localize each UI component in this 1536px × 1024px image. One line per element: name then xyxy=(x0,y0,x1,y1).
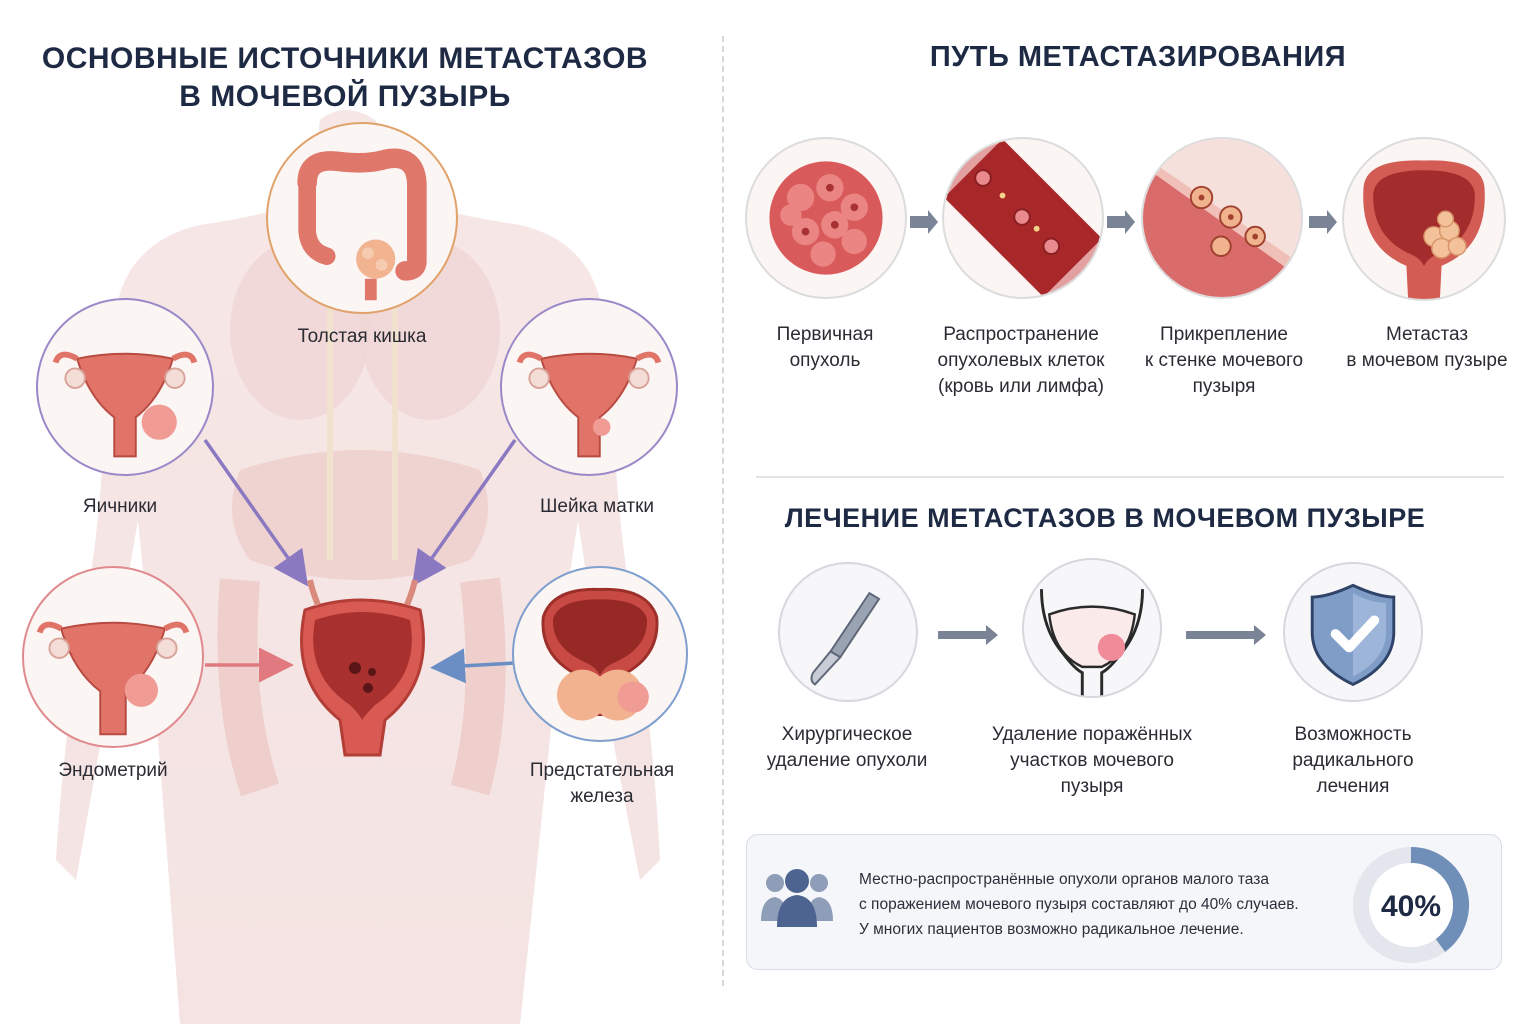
pathway-step-4-line2: в мочевом пузыре xyxy=(1346,350,1508,371)
info-text: Местно-распространённые опухоли органов … xyxy=(859,867,1299,942)
pathway-step-2-line2: опухолевых клеток xyxy=(937,350,1105,371)
left-title-line1: ОСНОВНЫЕ ИСТОЧНИКИ МЕТАСТАЗОВ xyxy=(41,42,649,75)
pathway-step-2-circle xyxy=(942,137,1104,299)
pathway-step-2-label: Распространение опухолевых клеток (кровь… xyxy=(918,322,1124,400)
label-prostate: Предстательная железа xyxy=(502,758,702,810)
treatment-step-1-line2: удаление опухоли xyxy=(766,750,928,771)
people-group-icon xyxy=(761,869,833,927)
treatment-title: ЛЕЧЕНИЕ МЕТАСТАЗОВ В МОЧЕВОМ ПУЗЫРЕ xyxy=(784,503,1426,533)
gauge-label: 40% xyxy=(1381,890,1441,923)
label-cervix: Шейка матки xyxy=(539,496,654,517)
cervix-circle xyxy=(500,298,678,476)
arrow-cervix xyxy=(411,438,517,587)
left-title: ОСНОВНЫЕ ИСТОЧНИКИ МЕТАСТАЗОВ В МОЧЕВОЙ … xyxy=(40,40,650,116)
vertical-divider xyxy=(722,36,724,986)
pathway-step-3-label: Прикрепление к стенке мочевого пузыря xyxy=(1126,322,1322,400)
pathway-step-4-label: Метастаз в мочевом пузыре xyxy=(1336,322,1518,374)
treatment-step-3-line1: Возможность xyxy=(1294,724,1412,745)
arrow-ovaries xyxy=(203,438,309,587)
percent-gauge: 40% xyxy=(1353,847,1469,963)
pathway-step-1-label: Первичная опухоль xyxy=(740,322,910,374)
treatment-step-1-label: Хирургическое удаление опухоли xyxy=(752,722,942,774)
treatment-step-1-line1: Хирургическое xyxy=(781,724,913,745)
horizontal-divider xyxy=(756,476,1504,478)
info-line2: с поражением мочевого пузыря составляют … xyxy=(859,896,1299,913)
info-line1: Местно-распространённые опухоли органов … xyxy=(859,871,1269,888)
pathway-step-4-circle xyxy=(1342,137,1506,301)
pathway-step-3-line1: Прикрепление xyxy=(1160,324,1288,345)
info-box: Местно-распространённые опухоли органов … xyxy=(746,834,1502,970)
treatment-step-2-label: Удаление поражённых участков мочевого пу… xyxy=(978,722,1206,800)
treatment-step-2-line3: пузыря xyxy=(1060,776,1124,797)
label-ovaries: Яичники xyxy=(82,496,158,517)
label-endometrium: Эндометрий xyxy=(58,760,168,781)
treatment-step-3-line2: радикального xyxy=(1292,750,1414,771)
pathway-step-3-line2: к стенке мочевого xyxy=(1144,350,1304,371)
pathway-step-1-line1: Первичная xyxy=(776,324,874,345)
pathway-step-3-line3: пузыря xyxy=(1192,376,1256,397)
label-prostate-line2: железа xyxy=(570,786,634,807)
prostate-circle xyxy=(512,566,688,742)
treatment-step-2-circle xyxy=(1022,558,1162,698)
pathway-step-3-circle xyxy=(1141,137,1303,299)
gauge-arc xyxy=(1410,847,1469,952)
label-colon: Толстая кишка xyxy=(297,326,427,347)
treatment-step-2-line1: Удаление поражённых xyxy=(991,724,1193,745)
treatment-step-3-label: Возможность радикального лечения xyxy=(1268,722,1438,800)
ovaries-circle xyxy=(36,298,214,476)
treatment-step-1-circle xyxy=(778,562,918,702)
pathway-step-2-line1: Распространение xyxy=(943,324,1099,345)
treatment-step-2-line2: участков мочевого xyxy=(1010,750,1174,771)
pathway-step-1-line2: опухоль xyxy=(789,350,861,371)
pathway-title: ПУТЬ МЕТАСТАЗИРОВАНИЯ xyxy=(929,41,1347,73)
pathway-step-4-line1: Метастаз xyxy=(1385,324,1469,345)
endometrium-circle xyxy=(22,566,204,748)
label-prostate-line1: Предстательная xyxy=(529,760,675,781)
treatment-step-3-line3: лечения xyxy=(1316,776,1390,797)
info-line3: У многих пациентов возможно радикальное … xyxy=(859,921,1244,938)
colon-circle xyxy=(266,122,458,314)
left-title-line2: В МОЧЕВОЙ ПУЗЫРЬ xyxy=(179,80,511,113)
arrow-prostate xyxy=(430,648,516,684)
pathway-step-2-line3: (кровь или лимфа) xyxy=(938,376,1104,397)
treatment-step-3-circle xyxy=(1283,562,1423,702)
pathway-step-1-circle xyxy=(745,137,907,299)
